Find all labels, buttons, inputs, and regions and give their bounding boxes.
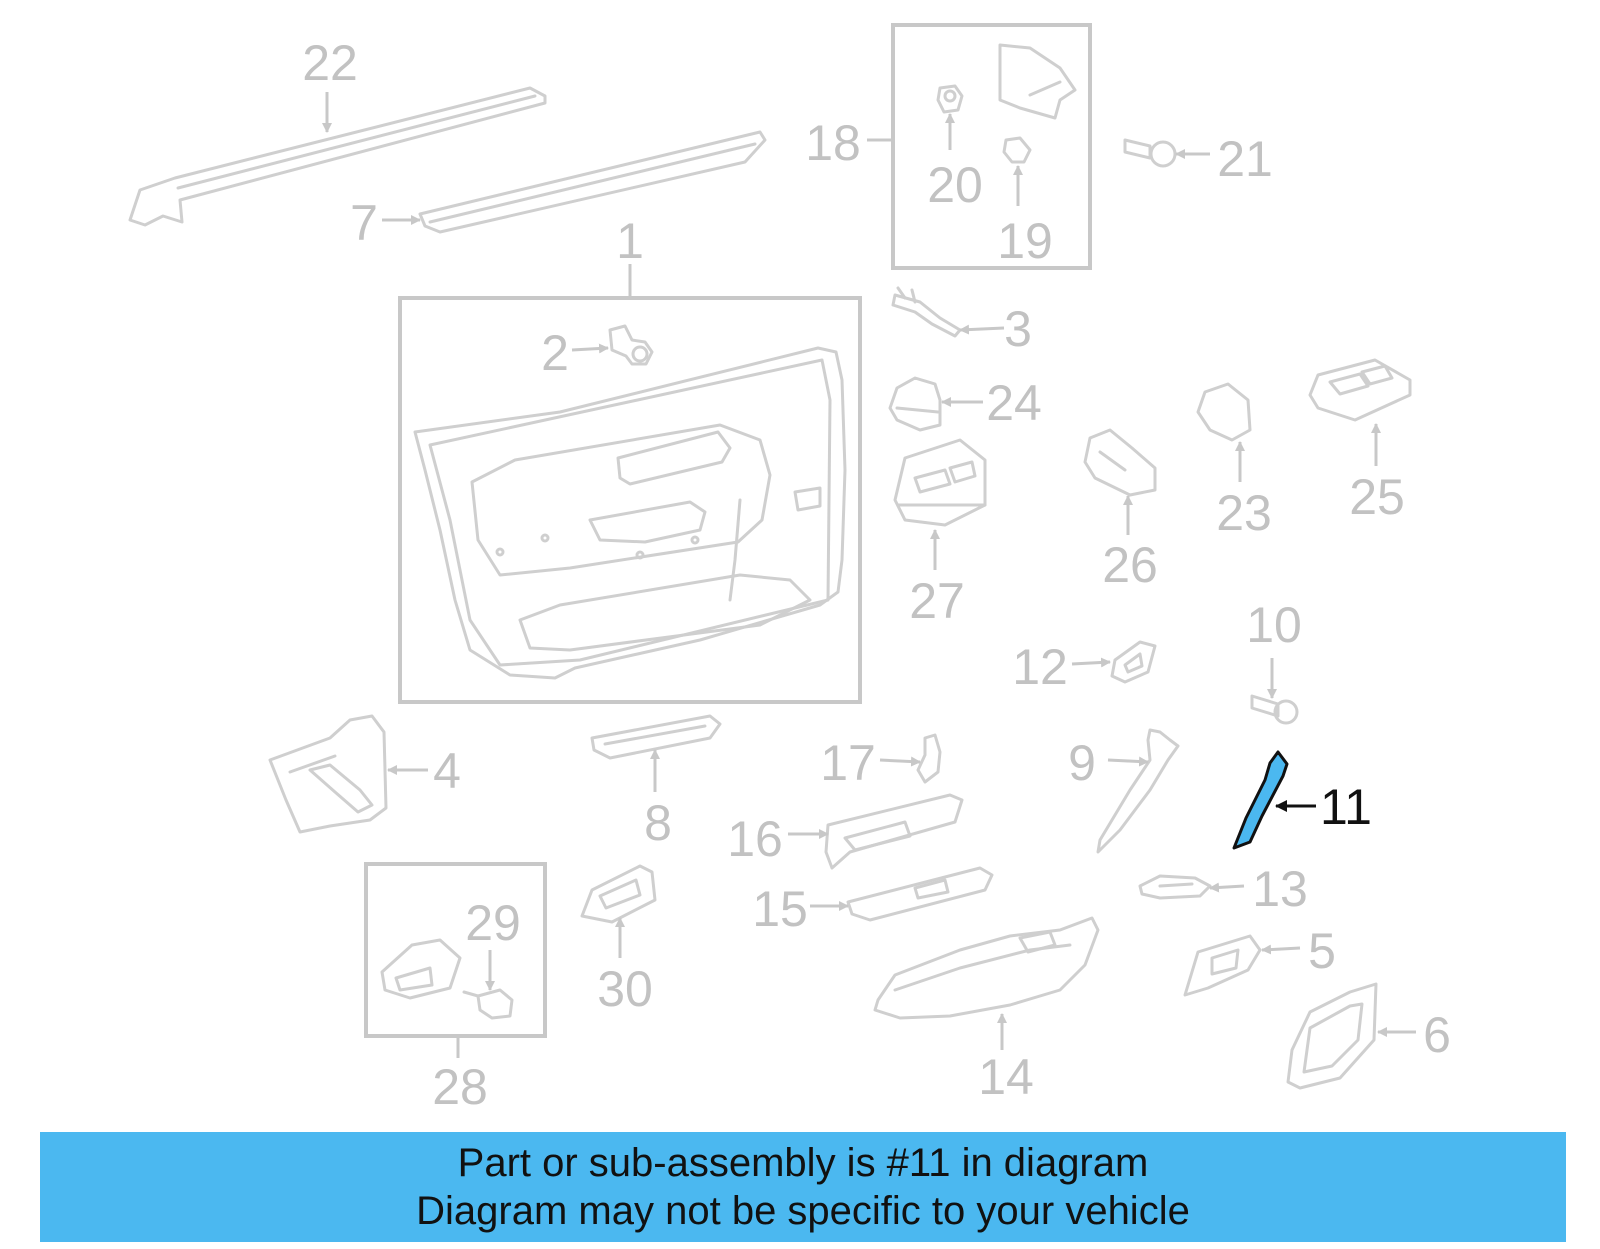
callout-30: 30: [597, 961, 653, 1017]
part-22-belt-molding[interactable]: [128, 86, 547, 227]
callout-14: 14: [978, 1049, 1034, 1105]
part-30-handle[interactable]: [580, 864, 657, 924]
callout-1: 1: [616, 213, 644, 269]
assembly-box-18: [891, 23, 1092, 270]
part-14-armrest[interactable]: [873, 916, 1100, 1020]
part-19-clip[interactable]: [1002, 136, 1032, 164]
part-12-bezel[interactable]: [1110, 640, 1157, 684]
part-10-screw[interactable]: [1250, 694, 1299, 725]
callout-22: 22: [302, 35, 358, 91]
part-24-switch[interactable]: [888, 376, 942, 432]
callout-18: 18: [805, 115, 861, 171]
part-13-bezel[interactable]: [1138, 874, 1212, 900]
part-8-trim[interactable]: [590, 714, 722, 760]
part-4-pocket[interactable]: [268, 714, 388, 834]
leader-lines: [322, 92, 1416, 1058]
callout-19: 19: [997, 213, 1053, 269]
part-29-bulb[interactable]: [462, 988, 514, 1020]
part-15-panel[interactable]: [846, 866, 994, 922]
part-2-clip[interactable]: [608, 324, 654, 366]
callout-17: 17: [820, 735, 876, 791]
callout-25: 25: [1349, 469, 1405, 525]
part-5-bezel[interactable]: [1183, 934, 1262, 997]
callout-11: 11: [1320, 779, 1372, 835]
callout-21: 21: [1217, 131, 1273, 187]
part-26-switch[interactable]: [1083, 428, 1157, 497]
callout-7: 7: [350, 195, 378, 251]
callout-9: 9: [1068, 735, 1096, 791]
part-6-cover[interactable]: [1286, 982, 1378, 1090]
part-23-switch[interactable]: [1196, 382, 1252, 442]
part-18-bezel[interactable]: [998, 43, 1077, 120]
callout-2: 2: [541, 325, 569, 381]
callout-29: 29: [465, 895, 521, 951]
callout-20: 20: [927, 157, 983, 213]
callout-5: 5: [1308, 923, 1336, 979]
part-25-master-switch[interactable]: [1308, 358, 1412, 422]
callout-27: 27: [909, 573, 965, 629]
part-9-bracket[interactable]: [1096, 728, 1180, 854]
part-3-clip[interactable]: [891, 286, 962, 338]
assembly-box-28: [364, 862, 547, 1038]
callout-24: 24: [986, 375, 1042, 431]
callout-26: 26: [1102, 537, 1158, 593]
callout-12: 12: [1012, 639, 1068, 695]
part-17-clip[interactable]: [916, 733, 942, 784]
callout-4: 4: [433, 743, 461, 799]
part-27-window-switch[interactable]: [893, 438, 987, 527]
part-7-weatherstrip[interactable]: [418, 130, 767, 234]
part-28-lamp[interactable]: [380, 938, 462, 1000]
info-banner: Part or sub-assembly is #11 in diagram D…: [40, 1132, 1566, 1242]
part-11-highlighted[interactable]: [1232, 750, 1289, 850]
callout-8: 8: [644, 795, 672, 851]
part-20-screw[interactable]: [936, 84, 964, 114]
part-1-door-trim-panel[interactable]: [413, 346, 847, 680]
part-21-bolt[interactable]: [1123, 138, 1177, 168]
callout-28: 28: [432, 1059, 488, 1115]
callout-23: 23: [1216, 485, 1272, 541]
callout-3: 3: [1004, 301, 1032, 357]
part-16-panel[interactable]: [824, 793, 964, 870]
callout-16: 16: [727, 811, 783, 867]
callout-15: 15: [752, 881, 808, 937]
callout-6: 6: [1423, 1007, 1451, 1063]
callout-13: 13: [1252, 861, 1308, 917]
banner-line-2: Diagram may not be specific to your vehi…: [416, 1189, 1190, 1233]
banner-line-1: Part or sub-assembly is #11 in diagram: [457, 1141, 1149, 1185]
callout-10: 10: [1246, 597, 1302, 653]
